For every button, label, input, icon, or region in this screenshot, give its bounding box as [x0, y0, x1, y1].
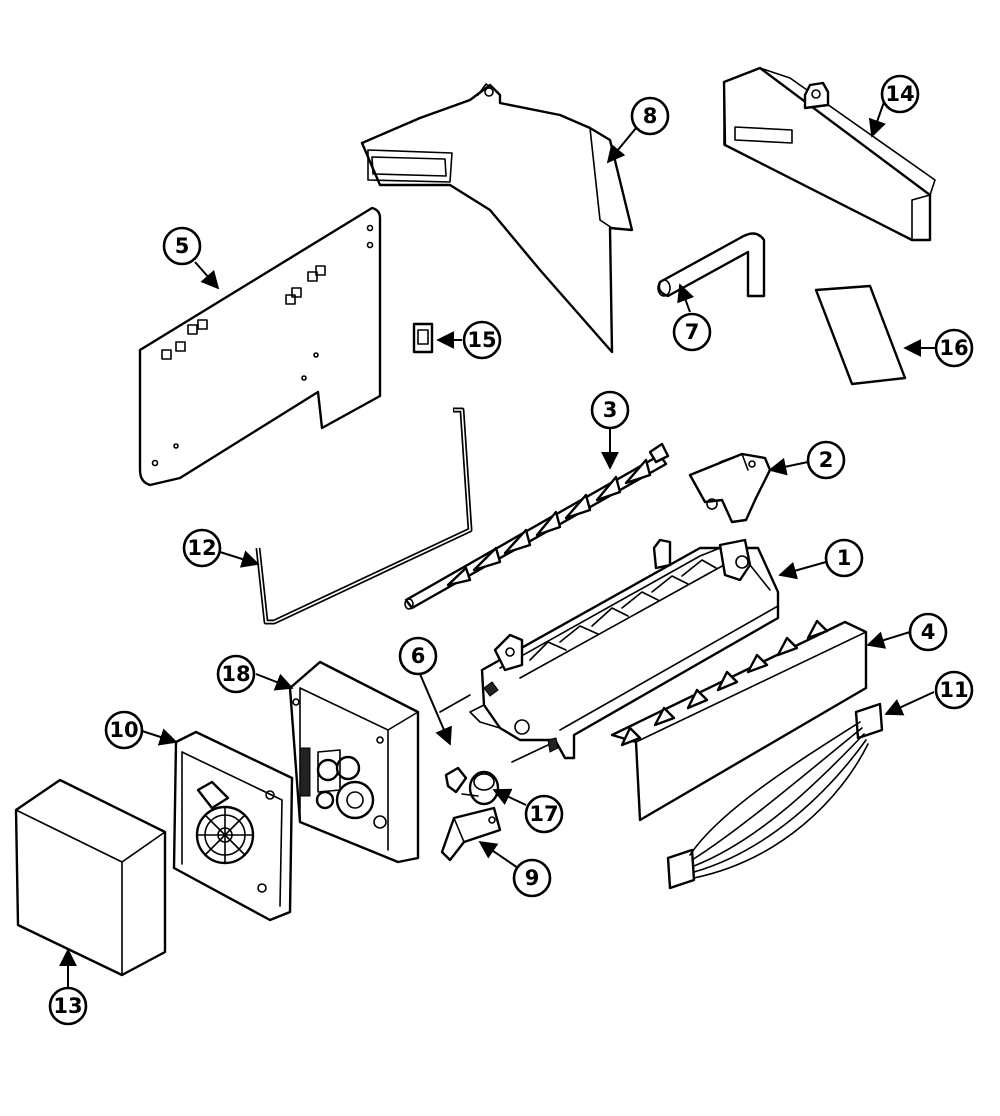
callout-10: 10	[104, 710, 144, 750]
svg-text:16: 16	[939, 336, 968, 360]
callout-6: 6	[398, 636, 438, 676]
svg-text:8: 8	[643, 104, 658, 128]
callout-5: 5	[162, 226, 202, 266]
svg-text:18: 18	[221, 662, 250, 686]
callout-14: 14	[880, 74, 920, 114]
callout-15: 15	[462, 320, 502, 360]
svg-text:1: 1	[837, 546, 852, 570]
part-6-clip	[439, 681, 499, 794]
part-7-fill-tube	[657, 232, 766, 298]
part-2-lever	[688, 452, 772, 524]
callout-18: 18	[216, 654, 256, 694]
svg-text:3: 3	[603, 398, 618, 422]
callout-1: 1	[824, 538, 864, 578]
part-12-wire-bail	[255, 407, 473, 625]
callout-17: 17	[524, 794, 564, 834]
callout-13: 13	[48, 986, 88, 1026]
callout-9: 9	[512, 858, 552, 898]
part-10-motor-plate	[172, 730, 294, 922]
callout-16: 16	[934, 328, 974, 368]
svg-text:14: 14	[885, 82, 914, 106]
svg-text:7: 7	[685, 320, 700, 344]
svg-text:6: 6	[411, 644, 426, 668]
svg-text:5: 5	[175, 234, 190, 258]
part-5-mounting-plate	[138, 206, 382, 487]
svg-text:13: 13	[53, 994, 82, 1018]
svg-text:10: 10	[109, 718, 138, 742]
part-14-channel-bracket	[722, 66, 936, 242]
svg-text:12: 12	[187, 536, 216, 560]
part-4-stripper	[610, 619, 868, 822]
svg-text:17: 17	[529, 802, 558, 826]
svg-text:15: 15	[467, 328, 496, 352]
svg-text:9: 9	[525, 866, 540, 890]
callout-7: 7	[672, 312, 712, 352]
callout-12: 12	[182, 528, 222, 568]
part-1-ice-mold	[469, 538, 780, 760]
leader-lines	[59, 101, 936, 988]
part-11-wire-harness	[666, 702, 884, 890]
callout-4: 4	[908, 612, 948, 652]
part-18-control-housing	[288, 660, 420, 864]
part-8-air-duct	[360, 83, 634, 354]
part-16-pad	[814, 284, 907, 386]
part-13-cover	[14, 778, 167, 977]
part-17-thermostat	[461, 737, 559, 806]
callout-3: 3	[590, 390, 630, 430]
callout-8: 8	[630, 96, 670, 136]
svg-text:11: 11	[939, 678, 968, 702]
part-15-switch	[412, 322, 434, 354]
callout-2: 2	[806, 440, 846, 480]
svg-text:2: 2	[819, 448, 834, 472]
svg-text:4: 4	[921, 620, 936, 644]
callout-11: 11	[934, 670, 974, 710]
part-9-bracket	[440, 806, 502, 862]
part-3-ejector-shaft	[404, 442, 670, 610]
